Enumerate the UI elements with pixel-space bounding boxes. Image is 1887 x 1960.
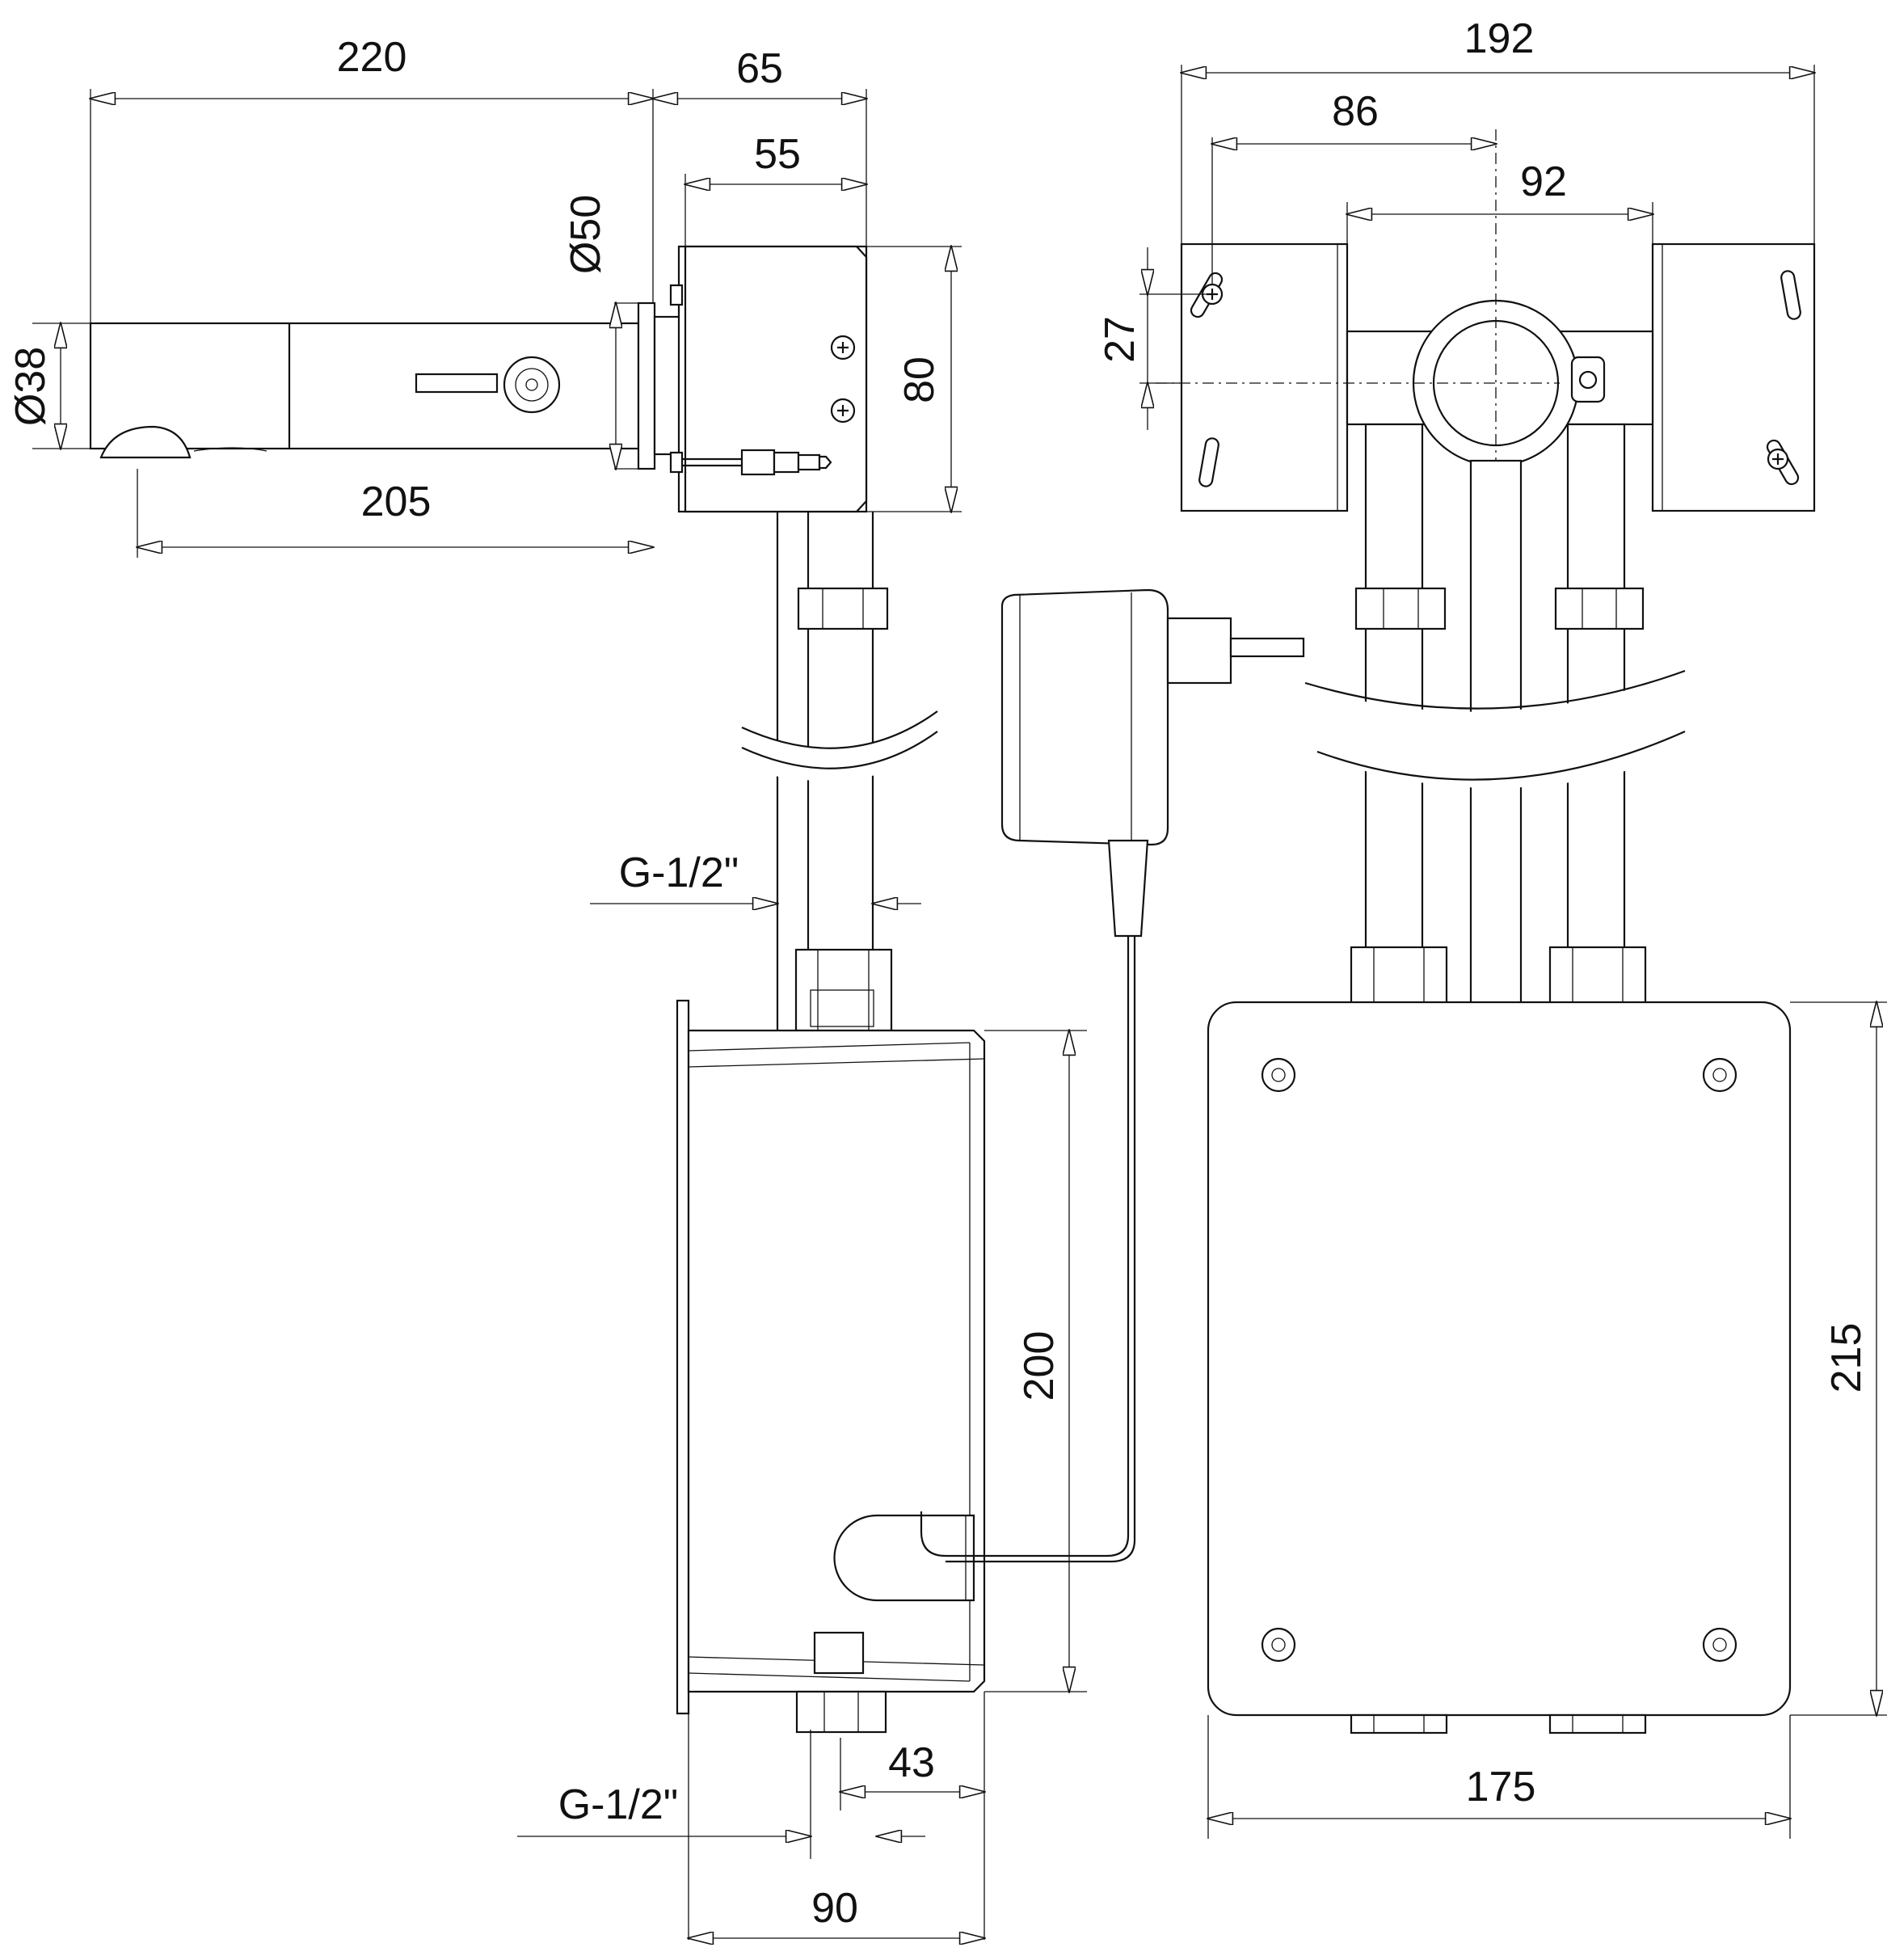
dimension-lines — [32, 65, 1887, 1940]
dim-slot-height: 27 — [1097, 316, 1144, 363]
mounting-bracket-front — [1180, 242, 1816, 1008]
valve-body-side — [669, 245, 868, 513]
power-adapter — [920, 588, 1305, 1563]
dim-outlet-offset: 43 — [888, 1739, 935, 1786]
dim-box-depth: 90 — [811, 1885, 858, 1932]
center-lines — [1156, 129, 1560, 461]
dim-box-height: 200 — [1016, 1331, 1063, 1402]
dim-total-width: 192 — [1464, 15, 1535, 62]
dim-spout-projection: 205 — [361, 478, 432, 525]
dim-body-height: 80 — [896, 356, 943, 403]
concealed-box-side — [676, 999, 986, 1734]
dimension-labels: 220 65 55 205 Ø38 Ø50 80 192 86 92 27 G-… — [7, 15, 1870, 1932]
dim-bracket-spacing: 92 — [1520, 158, 1567, 205]
supply-pipes-side — [741, 512, 938, 1032]
dim-bracket-offset: 86 — [1332, 88, 1379, 135]
dim-flange-diameter: Ø50 — [562, 195, 609, 274]
concealed-box-front — [1207, 1001, 1792, 1734]
dim-body-depth: 65 — [736, 45, 783, 92]
dim-thread-upper: G-1/2" — [619, 849, 739, 896]
dim-spout-diameter: Ø38 — [7, 347, 54, 426]
dim-thread-lower: G-1/2" — [558, 1781, 679, 1828]
dim-box-height-front: 215 — [1823, 1323, 1870, 1393]
spout-side-view — [89, 301, 682, 470]
dim-spout-length: 220 — [337, 34, 407, 81]
dim-body-inner-depth: 55 — [754, 131, 801, 178]
dim-box-width: 175 — [1466, 1764, 1536, 1810]
